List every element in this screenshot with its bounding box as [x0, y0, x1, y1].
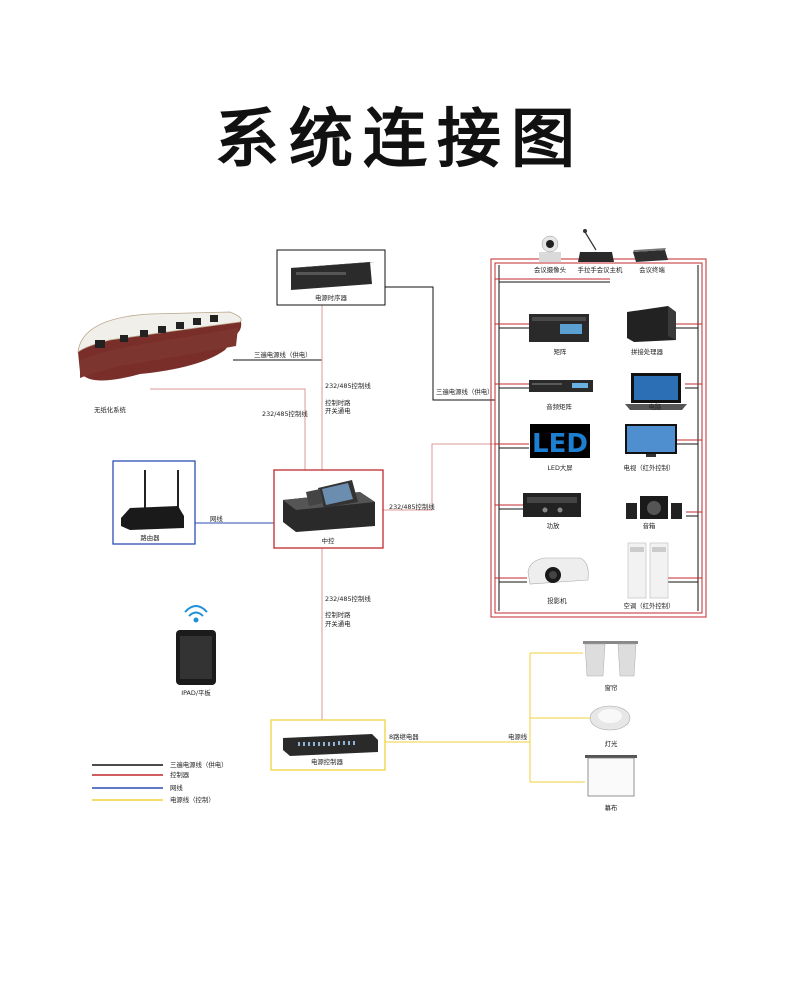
conn-label-ctrl-lower-note1: 控制时路: [325, 610, 351, 619]
conn-label-power-right: 三遍电源线（供电）: [436, 387, 494, 396]
computer-label: 电脑: [649, 402, 662, 411]
light-icon: [589, 705, 631, 731]
led-screen-label: LED大屏: [547, 463, 573, 472]
projector-label: 投影机: [547, 596, 567, 605]
central-control-label: 中控: [322, 536, 335, 545]
audio-matrix-icon: [529, 380, 593, 392]
air-conditioner-label: 空调（红外控制）: [623, 601, 674, 610]
matrix-label: 矩阵: [554, 347, 567, 356]
conn-label-relay: 8路继电器: [389, 732, 419, 741]
connection-lines: [150, 286, 590, 783]
tv-label: 电视（红外控制）: [623, 463, 674, 472]
projection-screen-icon: [585, 755, 637, 797]
curtain-icon: [583, 641, 638, 677]
legend-label-0: 三遍电源线（供电）: [170, 760, 228, 769]
light-label: 灯光: [605, 739, 618, 748]
legend: 三遍电源线（供电） 控制器 网线 电源线（控制）: [92, 760, 228, 804]
led-text: LED: [532, 429, 588, 459]
legend-label-3: 电源线（控制）: [170, 795, 215, 804]
ctrl-line-right: [383, 443, 495, 511]
audio-matrix-label: 音频矩阵: [546, 402, 572, 411]
handheld-host-label: 手拉手会议主机: [578, 265, 623, 274]
power-sequencer-label: 电源时序器: [315, 293, 348, 302]
power-controller-label: 电源控制器: [311, 757, 344, 766]
conn-label-power-paperless: 三遍电源线（供电）: [254, 350, 312, 359]
conn-label-ctrl-paperless: 232/485控制线: [262, 409, 308, 418]
tablet-icon: [176, 630, 216, 685]
conn-label-ctrl-sequencer: 232/485控制线: [325, 381, 371, 390]
conn-label-power-line: 电源线: [508, 732, 528, 741]
router-box: [112, 460, 196, 545]
central-control-icon: [283, 480, 375, 532]
power-line-right: [385, 286, 495, 401]
ipad-label: IPAD/平板: [181, 688, 211, 697]
splicing-processor-label: 拼接处理器: [631, 347, 664, 356]
rack-wiring: [490, 258, 707, 618]
matrix-icon: [529, 314, 589, 342]
router-label: 路由器: [140, 533, 160, 542]
legend-label-1: 控制器: [170, 770, 190, 779]
led-screen-icon: LED: [530, 424, 590, 459]
conn-label-network: 网线: [210, 514, 223, 523]
paperless-system-label: 无纸化系统: [94, 405, 127, 414]
conn-label-ctrl-right: 232/485控制线: [389, 502, 435, 511]
power-sequencer-icon: [291, 262, 375, 290]
diagram-title: 系统连接图: [215, 103, 585, 177]
legend-label-2: 网线: [170, 783, 183, 792]
conference-terminal-label: 会议终端: [639, 265, 665, 274]
power-controller-icon: [283, 734, 378, 756]
conn-label-ctrl-lower-note2: 开关通电: [325, 619, 351, 628]
wifi-icon: [184, 605, 208, 623]
paperless-table-icon: [77, 311, 242, 381]
speaker-label: 音箱: [643, 521, 656, 530]
camera-icon: [539, 235, 561, 262]
screen-label: 幕布: [605, 803, 618, 812]
tv-icon: [625, 424, 677, 457]
amplifier-icon: [523, 493, 581, 517]
projector-icon: [527, 557, 589, 585]
conference-camera-label: 会议摄像头: [534, 265, 567, 274]
router-icon: [121, 470, 184, 530]
splicing-processor-icon: [627, 306, 676, 342]
conn-label-ctrl-sequencer-note2: 开关通电: [325, 406, 351, 415]
ctrl-line-paperless: [150, 388, 306, 470]
air-conditioner-icon: [627, 542, 669, 599]
curtain-label: 窗帘: [605, 683, 618, 692]
amplifier-label: 功放: [547, 521, 560, 530]
conn-label-ctrl-sequencer-note1: 控制时路: [325, 398, 351, 407]
computer-icon: [625, 373, 687, 410]
speaker-icon: [626, 496, 682, 519]
conference-host-icon: [578, 229, 614, 262]
conn-label-ctrl-lower: 232/485控制线: [325, 594, 371, 603]
conference-terminal-icon: [633, 248, 668, 262]
